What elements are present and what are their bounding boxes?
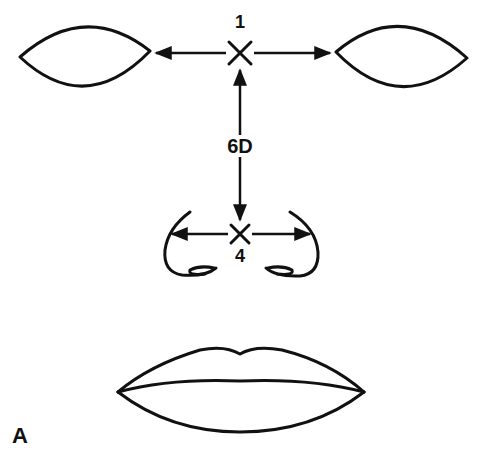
- dimension-arrow: [254, 52, 330, 55]
- figure-letter: A: [10, 424, 30, 448]
- dimension-arrow: [156, 52, 226, 55]
- lower-lip: [118, 392, 364, 432]
- nostril-left: [190, 267, 214, 275]
- cross-mark: [231, 225, 249, 243]
- callout-number: 1: [233, 12, 247, 32]
- right-eye: [336, 26, 467, 86]
- upper-lip: [118, 348, 364, 392]
- dimension-label: 6D: [225, 135, 255, 157]
- dimension-arrow: [172, 233, 228, 236]
- dimension-arrow: [252, 233, 310, 236]
- nose-left: [165, 212, 216, 275]
- left-eye: [20, 27, 150, 86]
- lip-line: [118, 380, 364, 392]
- cross-mark: [229, 42, 251, 64]
- callout-number: 4: [233, 246, 247, 266]
- nose-right: [266, 212, 318, 276]
- nostril-right: [268, 267, 292, 275]
